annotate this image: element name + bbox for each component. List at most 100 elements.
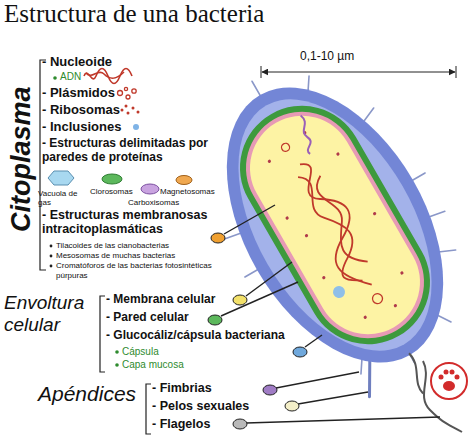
- part-name: - Estructuras membranosas intracitoplasm…: [42, 208, 220, 237]
- sub-part-name: ADN: [60, 71, 81, 83]
- dimension-line: [261, 66, 262, 78]
- inclusion: [331, 284, 347, 300]
- section-heading: Citoplasma: [6, 86, 37, 232]
- paw-logo: [450, 370, 455, 375]
- sub-part-name: Cromatóforos de las bacterias fotosintét…: [56, 261, 216, 279]
- bracket: [146, 384, 151, 434]
- bullet-dot: [53, 76, 57, 80]
- plasmid-icon: [118, 87, 137, 99]
- ribosome: [393, 303, 397, 307]
- gas-vacuole-icon: [48, 171, 74, 185]
- pointer-hand: [208, 315, 222, 325]
- bracket: [100, 296, 105, 372]
- part-name: - Membrana celular: [106, 293, 215, 307]
- paw-logo: [444, 370, 449, 375]
- pointer-leader: [246, 417, 440, 423]
- sub-part-name: Clorosomas: [90, 187, 133, 196]
- ribosome-icon: [127, 112, 130, 115]
- part-name: - Fimbrias: [152, 381, 212, 395]
- ribosome-icon: [125, 105, 128, 108]
- bullet-dot: [50, 245, 53, 248]
- ribosome: [252, 121, 421, 333]
- cell-wall: [217, 83, 452, 367]
- diagram-title: Estructura de una bacteria: [4, 0, 264, 29]
- magnetosome-icon: [176, 176, 192, 185]
- pointer-hand: [263, 385, 277, 395]
- sub-part-name: Tilacoides de las cianobacterias: [56, 241, 169, 250]
- sub-part-name: Mesosomas de muchas bacterias: [56, 251, 175, 260]
- pointer-leader: [246, 262, 292, 296]
- carboxysome-icon: [141, 184, 159, 194]
- cytoplasm: [231, 97, 439, 353]
- plasmid-icon: [124, 87, 127, 90]
- pointer-leader: [298, 392, 368, 404]
- pointer-hand: [233, 419, 247, 429]
- carboxysome-icon: [141, 184, 159, 194]
- pilus: [438, 244, 455, 258]
- sex-pilus: [353, 357, 387, 396]
- ribosome: [304, 233, 308, 237]
- ribosome: [372, 211, 376, 215]
- ribosome: [285, 216, 289, 220]
- pilus: [252, 81, 261, 97]
- gas-vacuole-icon: [48, 171, 74, 185]
- section-heading: Apéndices: [38, 382, 136, 406]
- ribosome-icon: [121, 105, 140, 115]
- pointer-hand: [285, 401, 299, 411]
- part-name: - Estructuras delimitadas por paredes de…: [42, 137, 214, 165]
- plasmid-icon: [126, 95, 130, 99]
- pointer-hand: [211, 233, 225, 243]
- pilus: [429, 209, 444, 220]
- nucleoid: [284, 155, 386, 295]
- ribosome: [336, 152, 340, 156]
- magnetosome-icon: [176, 176, 192, 185]
- part-name: - Glucocáliz/cápsula bacteriana: [106, 329, 285, 343]
- part-name: - Ribosomas: [42, 103, 120, 118]
- plasmid: [371, 292, 385, 306]
- bullet-dot: [115, 350, 119, 354]
- ribosome-icon: [137, 111, 140, 114]
- sub-part-name: Cápsula: [122, 346, 159, 358]
- mesosome: [291, 115, 321, 154]
- ribosome: [363, 315, 367, 319]
- pointer-leader: [221, 282, 298, 316]
- pilus: [302, 76, 315, 90]
- paw-logo: [431, 363, 467, 399]
- pointer-leader: [276, 372, 359, 388]
- inclusion-icon: [133, 124, 139, 130]
- plasmid: [280, 142, 291, 153]
- pointer-hand: [233, 295, 247, 305]
- sub-part-name: Capa mucosa: [122, 359, 184, 371]
- ribosome: [400, 271, 404, 275]
- bullet-dot: [115, 363, 119, 367]
- section-heading: Envoltura celular: [4, 292, 98, 336]
- nucleoid: [284, 155, 386, 295]
- dimension-label: 0,1-10 µm: [300, 50, 354, 64]
- sub-part-name: Vacuola de gas: [38, 189, 82, 207]
- plasmid-icon: [118, 91, 123, 96]
- ribosome-icon: [132, 107, 135, 110]
- inclusion-icon: [133, 124, 139, 130]
- dna-icon: [84, 69, 132, 84]
- dimension-line: [456, 66, 457, 78]
- plasmid: [280, 139, 384, 307]
- part-name: - Nucleoide: [42, 55, 112, 70]
- bacterium: [162, 29, 474, 439]
- bullet-dot: [50, 255, 53, 258]
- pointer-leader: [305, 335, 322, 347]
- sub-part-name: Carboxisomas: [128, 198, 179, 207]
- part-name: - Pared celular: [106, 311, 189, 325]
- pointer-leader: [224, 205, 275, 234]
- chlorosome-icon: [102, 174, 122, 184]
- sub-part-name: Magnetosomas: [160, 187, 215, 196]
- ribosome: [322, 275, 326, 279]
- pilus: [245, 269, 259, 277]
- paw-logo: [431, 363, 467, 399]
- dna-icon: [84, 69, 132, 84]
- pilus: [162, 29, 474, 415]
- chlorosome-icon: [102, 174, 122, 184]
- part-name: - Pelos sexuales: [152, 399, 249, 413]
- part-name: - Inclusiones: [42, 120, 121, 135]
- plasmid-icon: [132, 89, 136, 93]
- part-name: - Flagelos: [152, 417, 210, 431]
